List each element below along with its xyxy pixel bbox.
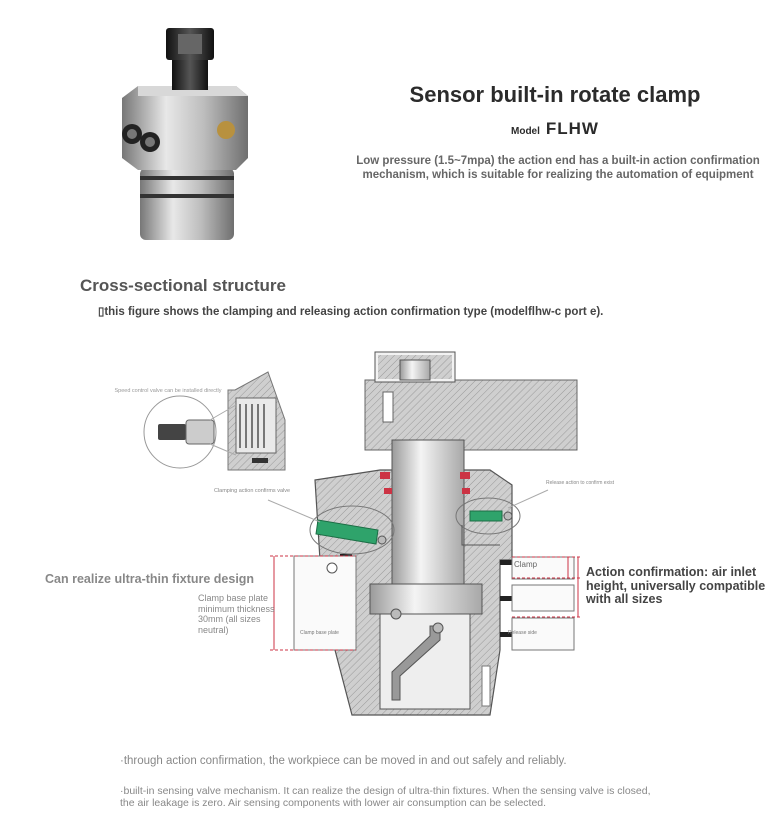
model-line: Model FLHW xyxy=(340,119,770,139)
clamp-label: Clamp xyxy=(514,560,538,569)
product-photo xyxy=(122,28,248,240)
feature-note: ·built-in sensing valve mechanism. It ca… xyxy=(120,785,651,809)
clamp-base-plate-label: Clamp base plate xyxy=(300,630,339,636)
feature-note: ·through action confirmation, the workpi… xyxy=(120,755,567,767)
subtitle: Low pressure (1.5~7mpa) the action end h… xyxy=(356,155,760,181)
dimension-lines xyxy=(270,555,582,651)
cross-section-diagram: Speed control valve can be installed dir… xyxy=(114,351,615,716)
model-label: Model xyxy=(511,126,540,137)
release-side-label: Release side xyxy=(508,630,537,636)
seal-marks xyxy=(380,472,470,494)
speed-valve-label: Speed control valve can be installed dir… xyxy=(114,388,221,394)
thin-fixture-heading: Can realize ultra-thin fixture design xyxy=(45,572,255,586)
clamp-valve-label: Clamping action confirms valve xyxy=(214,488,290,494)
release-valve xyxy=(455,497,521,535)
model-value: FLHW xyxy=(545,119,599,138)
section-heading: Cross-sectional structure xyxy=(80,276,286,295)
page-title: Sensor built-in rotate clamp xyxy=(409,82,701,107)
release-valve-label: Release action to confirm exist xyxy=(546,480,615,486)
clamp-valve xyxy=(309,505,395,555)
section-note: ▯this figure shows the clamping and rele… xyxy=(98,306,604,318)
speed-valve-inset xyxy=(143,371,286,471)
action-confirmation-callout: Action confirmation: air inlet height, u… xyxy=(586,565,766,606)
thin-fixture-description: Clamp base plate minimum thickness 30mm … xyxy=(198,593,275,635)
